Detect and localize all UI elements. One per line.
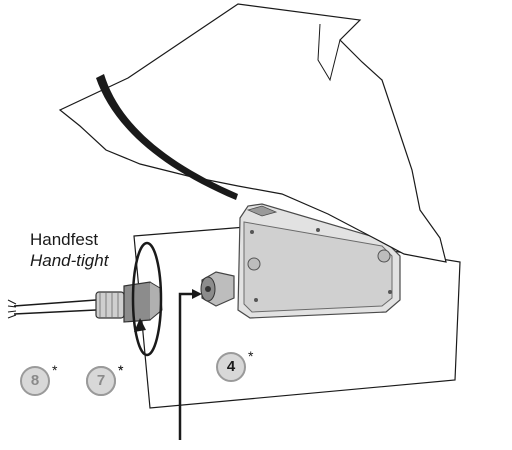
rotation-arrow-icon: [134, 318, 146, 332]
asterisk: *: [118, 362, 124, 378]
rotation-ring: [131, 241, 163, 357]
cable: [7, 299, 97, 319]
asterisk: *: [118, 362, 124, 378]
plug-nut: [95, 281, 163, 323]
junction-box: [237, 203, 401, 319]
cover-flap: [58, 3, 447, 263]
screw-icon: [247, 257, 261, 271]
arrow-head-icon: [192, 289, 202, 299]
label-hand-tight: Hand-tight: [30, 251, 109, 270]
asterisk: *: [248, 348, 254, 364]
screw-icon: [377, 249, 391, 263]
callout-part-8-alt: 8: [20, 366, 50, 396]
label-handfest: Handfest: [30, 230, 99, 249]
callout-part-7: 7: [86, 366, 116, 396]
socket-connector: [200, 271, 235, 307]
asterisk: *: [52, 362, 58, 378]
callout-part-4: 4: [216, 352, 246, 382]
